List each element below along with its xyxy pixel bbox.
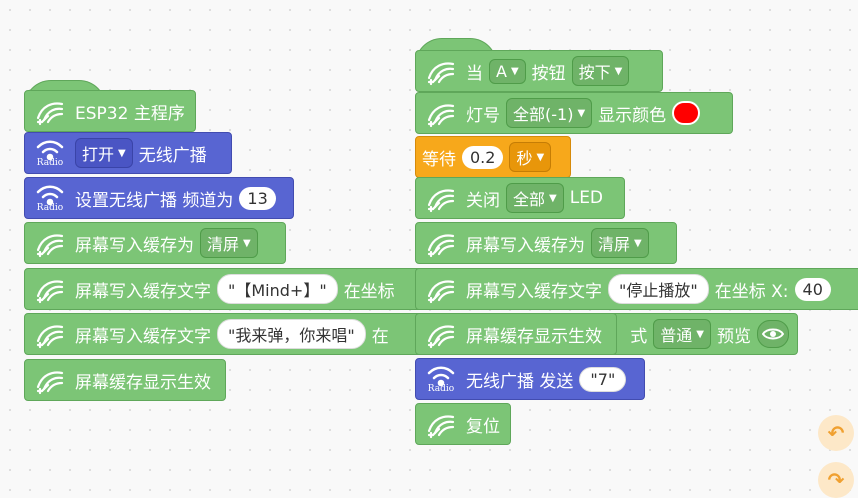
- text-input[interactable]: "【Mind+】": [217, 274, 338, 304]
- dropdown-value: 清屏: [207, 235, 240, 254]
- command-icon: [422, 406, 460, 442]
- command-icon: [422, 225, 460, 261]
- eye-icon[interactable]: [757, 320, 789, 348]
- block-label: 等待: [422, 149, 456, 170]
- block-show-buffer[interactable]: 屏幕缓存显示生效: [24, 359, 226, 401]
- dropdown-value: 按下: [578, 63, 611, 82]
- block-tail: 式: [630, 326, 648, 347]
- block-label: 按钮: [531, 63, 566, 84]
- block-show-buffer-r[interactable]: 屏幕缓存显示生效: [415, 313, 617, 355]
- block-radio-on[interactable]: Radio 打开▼ 无线广播: [24, 132, 232, 174]
- radio-state-dropdown[interactable]: 打开▼: [75, 138, 133, 168]
- send-input[interactable]: "7": [579, 366, 627, 392]
- color-picker[interactable]: [672, 101, 701, 125]
- block-label: 屏幕写入缓存为: [466, 235, 585, 256]
- display-mode-dropdown[interactable]: 普通▼: [653, 319, 711, 349]
- block-esp32-main[interactable]: ESP32 主程序: [24, 90, 196, 132]
- command-icon: [422, 316, 460, 352]
- text-input[interactable]: "停止播放": [608, 274, 709, 304]
- block-label: LED: [569, 188, 604, 208]
- command-icon: [422, 53, 460, 89]
- caret-down-icon: ▼: [243, 237, 251, 249]
- command-icon: [422, 95, 460, 131]
- caret-down-icon: ▼: [510, 65, 519, 77]
- block-label: 当: [466, 63, 483, 84]
- command-icon: [422, 180, 460, 216]
- wifi-icon: Radio: [422, 359, 460, 399]
- dropdown-value: 清屏: [598, 235, 631, 254]
- command-icon: [31, 93, 69, 129]
- block-radio-send[interactable]: Radio 无线广播 发送 "7": [415, 358, 645, 400]
- wait-input[interactable]: 0.2: [462, 145, 504, 169]
- block-label: 显示颜色: [598, 105, 667, 126]
- radio-label: Radio: [427, 383, 455, 394]
- dropdown-value: 全部(-1): [513, 105, 574, 124]
- block-label: 无线广播 发送: [466, 371, 574, 392]
- coord-label: 在坐标 X:: [714, 281, 789, 302]
- undo-icon: ↶: [827, 421, 845, 445]
- block-write-text-1[interactable]: 屏幕写入缓存文字 "【Mind+】" 在坐标: [24, 268, 424, 310]
- caret-down-icon: ▼: [549, 192, 557, 204]
- button-event-dropdown[interactable]: 按下▼: [571, 56, 630, 86]
- block-label: 无线广播: [138, 145, 207, 166]
- text-input[interactable]: "我来弹，你来唱": [217, 319, 366, 349]
- block-label: 预览: [717, 326, 751, 347]
- caret-down-icon: ▼: [536, 151, 545, 163]
- block-label: 屏幕写入缓存文字: [466, 281, 602, 302]
- dropdown-value: 普通: [660, 326, 693, 345]
- redo-icon: ↷: [827, 468, 845, 492]
- block-label: 关闭: [466, 190, 500, 211]
- caret-down-icon: ▼: [118, 147, 126, 159]
- block-write-text-r[interactable]: 屏幕写入缓存文字 "停止播放" 在坐标 X: 40: [415, 268, 858, 310]
- command-icon: [31, 271, 69, 307]
- block-label: 屏幕写入缓存文字: [75, 281, 211, 302]
- dropdown-value: 秒: [516, 149, 533, 168]
- button-select-dropdown[interactable]: A▼: [489, 58, 526, 84]
- wifi-icon: Radio: [31, 133, 69, 173]
- block-label: 屏幕缓存显示生效: [75, 372, 211, 393]
- block-tail: 在坐标: [343, 281, 395, 302]
- dropdown-value: A: [496, 61, 507, 81]
- block-label: 屏幕写入缓存为: [75, 235, 194, 256]
- buffer-mode-dropdown[interactable]: 清屏▼: [591, 228, 649, 258]
- block-label: 屏幕写入缓存文字: [75, 326, 211, 347]
- wifi-icon: Radio: [31, 178, 69, 218]
- block-label: 复位: [466, 416, 500, 437]
- command-icon: [422, 271, 460, 307]
- command-icon: [31, 225, 69, 261]
- block-label: 屏幕缓存显示生效: [466, 326, 602, 347]
- block-label: 设置无线广播 频道为: [75, 190, 234, 211]
- radio-label: Radio: [36, 157, 64, 168]
- block-radio-channel[interactable]: Radio 设置无线广播 频道为 13: [24, 177, 294, 219]
- redo-button[interactable]: ↷: [818, 462, 854, 498]
- command-icon: [31, 362, 69, 398]
- block-tail: 在: [371, 326, 389, 347]
- block-label: 灯号: [466, 105, 500, 126]
- block-write-buffer[interactable]: 屏幕写入缓存为 清屏▼: [24, 222, 286, 264]
- block-wait[interactable]: 等待 0.2 秒▼: [415, 136, 571, 178]
- block-write-buffer-r[interactable]: 屏幕写入缓存为 清屏▼: [415, 222, 677, 264]
- block-label: ESP32 主程序: [75, 103, 185, 124]
- led-index-dropdown[interactable]: 全部(-1)▼: [506, 98, 593, 128]
- caret-down-icon: ▼: [614, 65, 623, 77]
- dropdown-value: 全部: [513, 190, 546, 209]
- channel-input[interactable]: 13: [239, 186, 276, 210]
- block-reset[interactable]: 复位: [415, 403, 511, 445]
- block-led-color[interactable]: 灯号 全部(-1)▼ 显示颜色: [415, 92, 733, 134]
- block-when-button[interactable]: 当 A▼ 按钮 按下▼: [415, 50, 663, 92]
- caret-down-icon: ▼: [577, 107, 586, 119]
- wait-unit-dropdown[interactable]: 秒▼: [509, 142, 552, 172]
- buffer-mode-dropdown[interactable]: 清屏▼: [200, 228, 258, 258]
- led-off-dropdown[interactable]: 全部▼: [506, 183, 564, 213]
- block-led-off[interactable]: 关闭 全部▼ LED: [415, 177, 625, 219]
- radio-label: Radio: [36, 202, 64, 213]
- command-icon: [31, 316, 69, 352]
- caret-down-icon: ▼: [634, 237, 642, 249]
- x-input[interactable]: 40: [794, 277, 831, 301]
- undo-button[interactable]: ↶: [818, 415, 854, 451]
- block-write-text-2[interactable]: 屏幕写入缓存文字 "我来弹，你来唱" 在: [24, 313, 424, 355]
- dropdown-value: 打开: [82, 145, 115, 164]
- caret-down-icon: ▼: [696, 328, 704, 340]
